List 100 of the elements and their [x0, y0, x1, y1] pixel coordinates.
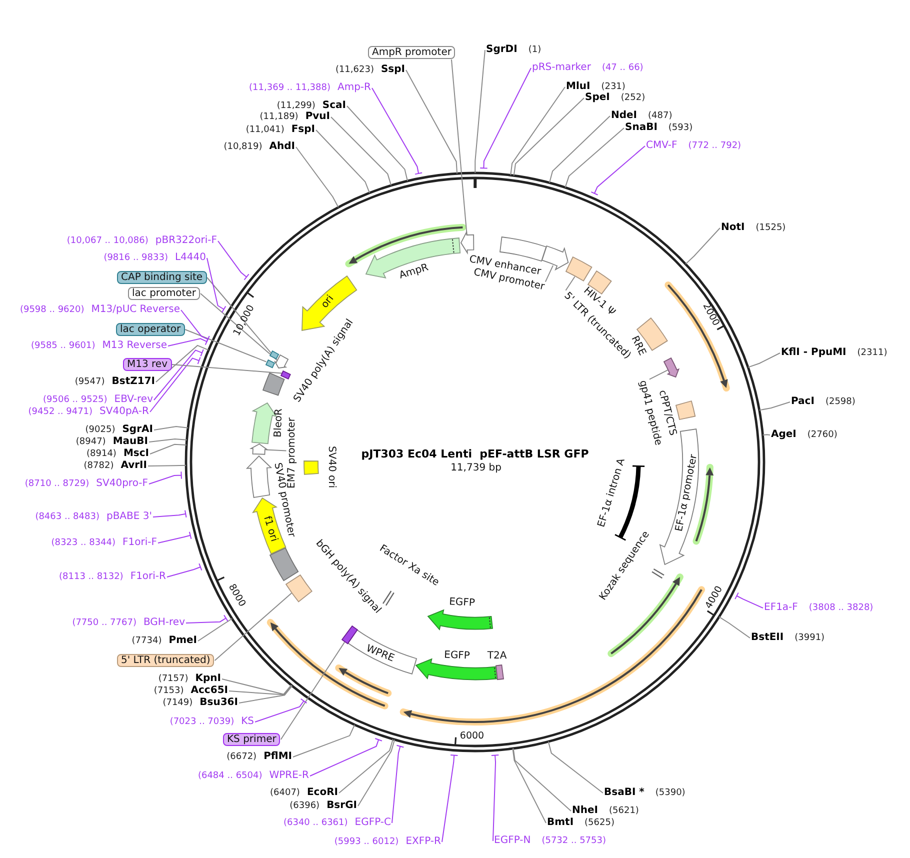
leader-line: [228, 684, 292, 696]
primer-position: (9816 .. 9833): [104, 252, 168, 264]
leader-line: [154, 349, 204, 400]
feature-label: EM7 promoter: [286, 418, 298, 488]
enzyme-name: BstEII: [751, 632, 784, 644]
leader-line: [565, 276, 576, 291]
leader-line: [280, 642, 346, 740]
primer-name: KS: [241, 716, 254, 728]
primer-position: (7750 .. 7767): [72, 617, 136, 629]
cut-site-position: (1525): [756, 222, 786, 234]
leader-line: [168, 338, 209, 346]
leader-line: [166, 563, 202, 578]
cut-site-position: (8914): [86, 448, 116, 460]
enzyme-name: MauBI: [112, 436, 148, 448]
leader-line: [200, 293, 278, 361]
enzyme-name: PacI: [791, 396, 814, 408]
leader-line: [338, 738, 394, 794]
enzyme-name: EcoRI: [306, 787, 338, 799]
feature-label: BleoR: [272, 408, 286, 438]
scale-label: 6000: [460, 732, 484, 742]
feature-tag: KS primer: [223, 733, 280, 746]
primer-position: (9506 .. 9525): [43, 394, 108, 406]
leader-line: [392, 744, 404, 824]
leader-line: [758, 402, 790, 411]
feature-label: SV40 ori: [325, 446, 337, 488]
feature-label: ori: [319, 293, 337, 311]
leader-line: [310, 738, 382, 776]
leader-line: [513, 98, 584, 176]
cut-site-position: (8782): [84, 460, 114, 472]
feature-label: EF-1α promoter: [674, 454, 700, 532]
leader-line: [222, 678, 292, 695]
feature-tag: lac operator: [116, 323, 185, 336]
enzyme-name: BsaBI *: [604, 787, 644, 799]
leader-line: [685, 228, 720, 265]
leader-line: [548, 116, 610, 184]
feature-label: EGFP: [444, 650, 470, 662]
primer-name: EGFP-N: [494, 835, 531, 847]
leader-line: [648, 370, 668, 380]
cut-site-position: (5390): [655, 787, 686, 799]
primer-name: WPRE-R: [269, 770, 309, 782]
scale-label: 2000: [700, 302, 720, 328]
leader-line: [590, 146, 646, 196]
leader-line: [198, 618, 233, 642]
leader-line: [238, 685, 293, 704]
leader-line: [734, 592, 764, 608]
feature-tag: 5' LTR (truncated): [117, 654, 214, 667]
leader-line: [316, 130, 370, 194]
leader-line: [292, 724, 356, 758]
cut-site-position: (7153): [154, 685, 184, 697]
leader-line: [358, 739, 396, 806]
leader-line: [544, 264, 554, 282]
enzyme-name: AgeI: [771, 429, 796, 441]
primer-position: (7023 .. 7039): [170, 716, 234, 728]
cut-site-position: (8947): [76, 436, 106, 448]
enzyme-name: ScaI: [322, 100, 346, 112]
enzyme-name: Bsu36I: [200, 697, 238, 709]
primer-position: (5993 .. 6012): [334, 836, 399, 848]
cut-site-position: (6407): [270, 787, 300, 799]
cut-site-position: (3991): [794, 632, 825, 644]
leader-line: [172, 364, 282, 374]
primer-position: (8323 .. 8344): [51, 537, 116, 549]
feature-tag: AmpR promoter: [368, 46, 456, 59]
leader-line: [154, 426, 189, 430]
leader-line: [718, 616, 750, 638]
feature-label: EF-1α intron A: [596, 457, 628, 529]
cut-site-position: (2598): [825, 396, 856, 408]
primer-name: F1ori-F: [122, 537, 157, 549]
primer-name: EGFP-C: [354, 817, 391, 829]
primer-name: SV40pA-R: [100, 406, 149, 418]
enzyme-name: MluI: [566, 81, 590, 92]
leader-line: [150, 356, 201, 412]
primer-position: (3808 .. 3828): [808, 602, 874, 614]
primer-name: pRS-marker: [532, 62, 591, 74]
sequence-length: 11,739 bp: [450, 462, 502, 474]
leader-line: [148, 471, 182, 484]
enzyme-name: NheI: [572, 805, 598, 817]
primer-name: BGH-rev: [143, 617, 185, 629]
leader-line: [296, 146, 339, 208]
leader-line: [474, 50, 486, 174]
enzyme-name: MscI: [123, 448, 149, 460]
primer-position: (8113 .. 8132): [59, 571, 124, 583]
feature-tag: M13 rev: [123, 358, 172, 371]
leader-line: [158, 531, 192, 544]
leader-line: [156, 344, 210, 382]
leader-line: [148, 438, 188, 442]
enzyme-name: PflMI: [264, 751, 292, 763]
enzyme-name: SnaBI: [625, 122, 658, 134]
cut-site-position: (6672): [226, 751, 257, 763]
leader-line: [564, 128, 624, 188]
leader-line: [372, 88, 423, 175]
feature-label: EGFP: [448, 596, 476, 610]
cut-site-position: (231): [601, 81, 626, 92]
cut-site-position: (487): [648, 110, 672, 122]
enzyme-name: BmtI: [547, 817, 574, 829]
leader-line: [206, 277, 272, 354]
feature-label: T2A: [487, 650, 507, 662]
cut-site-position: (9025): [85, 424, 116, 436]
feature-tag: lac promoter: [128, 287, 200, 300]
cut-site-position: (2311): [857, 347, 888, 359]
primer-position: (772 .. 792): [688, 140, 742, 152]
